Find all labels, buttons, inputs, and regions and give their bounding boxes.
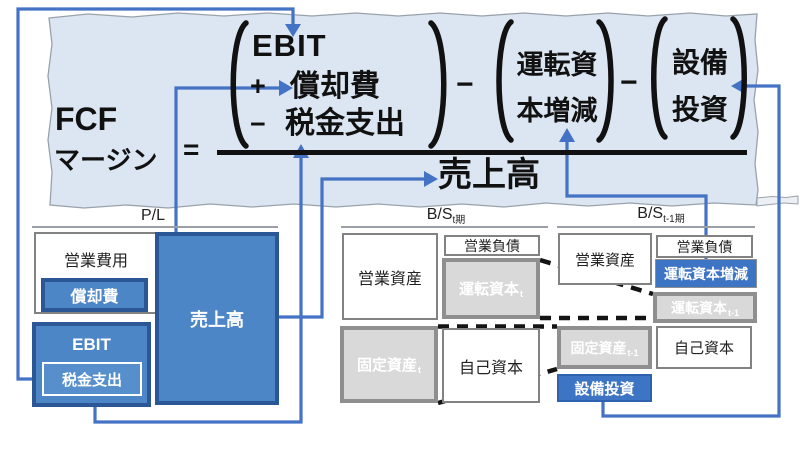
bs-t-title-text: B/S <box>426 206 453 223</box>
arrow-down-ebit <box>285 24 301 37</box>
formula-wc-group: 運転資本増減 <box>514 42 600 134</box>
fraction-bar <box>217 150 747 155</box>
fcf-label-line2: マージン <box>54 145 158 175</box>
paren-left-1 <box>230 20 249 149</box>
equals-sign: = <box>183 134 200 165</box>
bs-t-fa-base: 固定資産 <box>356 357 417 374</box>
pl-opex-label: 営業費用 <box>63 253 128 270</box>
fcf-label-line1: FCF <box>55 101 118 137</box>
formula-capex-line2: 投資 <box>671 94 728 125</box>
bs-t1-equity-label: 自己資本 <box>673 340 734 357</box>
bs-t-title: B/St期 <box>391 206 501 226</box>
arrow-up-wc-change <box>559 128 575 142</box>
bs-t1-wc-base: 運転資本 <box>671 299 727 316</box>
formula-minus-2: − <box>620 66 638 99</box>
bs-t1-working-capital-box: 運転資本t-1 <box>653 292 757 323</box>
bs-t-operating-assets-box: 営業資産 <box>342 233 438 320</box>
bs-t1-operating-assets-box: 営業資産 <box>558 233 652 285</box>
paren-right-1 <box>428 20 447 149</box>
pl-underline <box>32 226 278 228</box>
formula-plus: + <box>250 71 266 101</box>
bs-t1-title-text: B/S <box>637 205 664 222</box>
pl-tax-box: 税金支出 <box>42 362 142 396</box>
formula-parentheses <box>230 16 747 149</box>
pl-depreciation-box: 償却費 <box>41 278 148 312</box>
formula-depreciation: 償却費 <box>290 70 380 103</box>
pl-depreciation-label: 償却費 <box>70 289 119 306</box>
bs-t1-capex-box: 設備投資 <box>557 374 652 402</box>
bs-t1-operating-liabilities-box: 営業負債 <box>656 235 753 258</box>
bs-t1-fixed-assets-box: 固定資産t-1 <box>557 326 652 369</box>
bs-t1-operating-liabilities-label: 営業負債 <box>676 238 733 255</box>
bs-t-title-subscript: t期 <box>452 215 466 226</box>
connector-capex <box>601 84 781 418</box>
formula-wc-line2: 本増減 <box>516 96 598 126</box>
pl-sales-box: 売上高 <box>155 232 279 405</box>
formula-minus-1: − <box>456 68 474 101</box>
bs-t1-equity-box: 自己資本 <box>656 326 752 369</box>
formula-capex-group: 設備投資 <box>669 39 731 133</box>
pl-sales-label: 売上高 <box>190 309 244 330</box>
formula-ebit: EBIT <box>252 28 327 63</box>
bs-t-equity-box: 自己資本 <box>442 328 540 403</box>
formula-wc-line1: 運転資 <box>516 50 598 80</box>
bs-t-operating-liabilities-label: 営業負債 <box>464 237 520 254</box>
bs-t1-fa-subscript: t-1 <box>627 347 639 358</box>
pl-ebit-label: EBIT <box>72 335 111 354</box>
bs-t1-title: B/St-1期 <box>606 205 716 225</box>
bs-t1-fixed-assets-label: 固定資産t-1 <box>571 338 639 358</box>
formula-denominator-sales: 売上高 <box>438 156 540 194</box>
paren-left-2 <box>496 19 514 143</box>
bs-t1-wc-change-label: 運転資本増減 <box>664 265 748 282</box>
bs-t1-fa-base: 固定資産 <box>570 339 627 356</box>
bs-t-equity-label: 自己資本 <box>458 359 523 377</box>
bs-t-working-capital-label: 運転資本t <box>459 278 523 299</box>
torn-paper-banner <box>47 12 799 209</box>
paren-left-3 <box>651 16 668 140</box>
bs-t-fa-subscript: t <box>418 365 421 375</box>
bs-t-underline <box>341 226 548 228</box>
bs-t1-title-subscript: t-1期 <box>663 214 685 225</box>
arrow-right-depreciation <box>279 80 293 96</box>
pl-title-text: P/L <box>140 207 165 224</box>
formula-minus-tax: − <box>250 109 266 139</box>
connector-tax <box>93 156 303 424</box>
connector-sales <box>279 177 425 319</box>
formula-capex-line1: 設備 <box>671 47 728 78</box>
bs-t1-wc-change-box: 運転資本増減 <box>655 259 757 288</box>
bs-t1-operating-assets-label: 営業資産 <box>574 251 635 269</box>
bs-t1-underline <box>557 226 755 228</box>
bs-t-fixed-assets-label: 固定資産t <box>357 354 421 375</box>
pl-title: P/L <box>118 207 188 225</box>
bs-t-working-capital-box: 運転資本t <box>442 258 540 319</box>
bs-t1-capex-label: 設備投資 <box>574 380 635 398</box>
bs-t1-wc-subscript: t-1 <box>728 307 739 318</box>
arrow-right-sales <box>424 171 438 187</box>
pl-tax-label: 税金支出 <box>61 371 122 389</box>
bs-t-operating-liabilities-box: 営業負債 <box>444 235 540 256</box>
paren-right-2 <box>596 19 614 143</box>
paren-right-3 <box>730 16 747 140</box>
formula-tax: 税金支出 <box>285 107 405 140</box>
bs-t-operating-assets-label: 営業資産 <box>357 270 422 288</box>
bs-t1-working-capital-label: 運転資本t-1 <box>671 298 739 318</box>
bs-t-wc-base: 運転資本 <box>458 281 519 298</box>
bs-t-wc-subscript: t <box>520 289 523 299</box>
connector-ebit <box>16 7 295 381</box>
bs-t-fixed-assets-box: 固定資産t <box>340 326 438 403</box>
